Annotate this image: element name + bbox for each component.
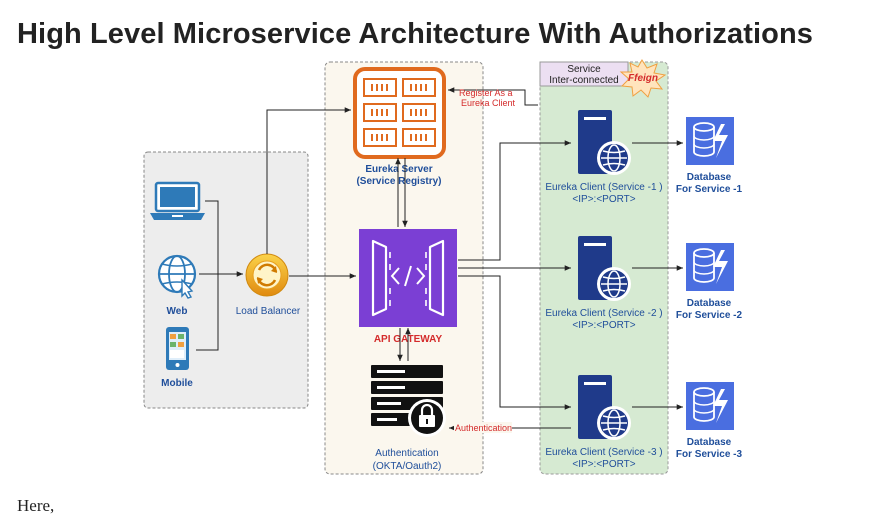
register-note-line1: Register As a <box>459 88 513 98</box>
load-balancer-icon <box>245 253 289 297</box>
database-3-sublabel: For Service -3 <box>676 449 743 460</box>
database-3-label: Database <box>687 437 732 448</box>
starburst-icon <box>619 59 667 98</box>
database-1-sublabel: For Service -1 <box>676 184 743 195</box>
globe-icon <box>157 254 197 299</box>
feign-badge: Ffeign <box>628 73 658 84</box>
database-2-sublabel: For Service -2 <box>676 310 743 321</box>
register-note-line2: Eureka Client <box>461 98 516 108</box>
page-title: High Level Microservice Architecture Wit… <box>17 18 814 50</box>
footer-text: Here, <box>17 496 55 515</box>
laptop-icon <box>150 181 205 220</box>
authentication-label: Authentication <box>375 448 438 459</box>
mobile-label: Mobile <box>161 378 193 389</box>
database-icon <box>686 117 734 165</box>
server-icon <box>578 110 631 175</box>
service-1-address: <IP>:<PORT> <box>572 194 635 205</box>
load-balancer-label: Load Balancer <box>236 306 301 317</box>
service-2-client-label: Eureka Client (Service -2 ) <box>545 308 662 319</box>
database-1-label: Database <box>687 172 732 183</box>
server-icon <box>578 375 631 440</box>
service-interconnect-line2: Inter-connected <box>549 75 619 86</box>
auth-lock-server-icon <box>371 365 446 437</box>
service-1-client-label: Eureka Client (Service -1 ) <box>545 182 662 193</box>
api-gateway-icon <box>359 229 457 327</box>
service-2-address: <IP>:<PORT> <box>572 320 635 331</box>
web-label: Web <box>167 306 188 317</box>
mobile-phone-icon <box>166 327 189 370</box>
server-icon <box>578 236 631 301</box>
eureka-server-sublabel: (Service Registry) <box>356 176 441 187</box>
database-icon <box>686 382 734 430</box>
eureka-server-label: Eureka Server <box>365 164 432 175</box>
authentication-sublabel: (OKTA/Oauth2) <box>373 461 442 472</box>
eureka-server-icon <box>353 67 446 159</box>
service-interconnect-line1: Service <box>567 64 601 75</box>
service-3-address: <IP>:<PORT> <box>572 459 635 470</box>
database-icon <box>686 243 734 291</box>
database-2-label: Database <box>687 298 732 309</box>
service-3-client-label: Eureka Client (Service -3 ) <box>545 447 662 458</box>
authentication-edge-label: Authentication <box>455 423 512 433</box>
